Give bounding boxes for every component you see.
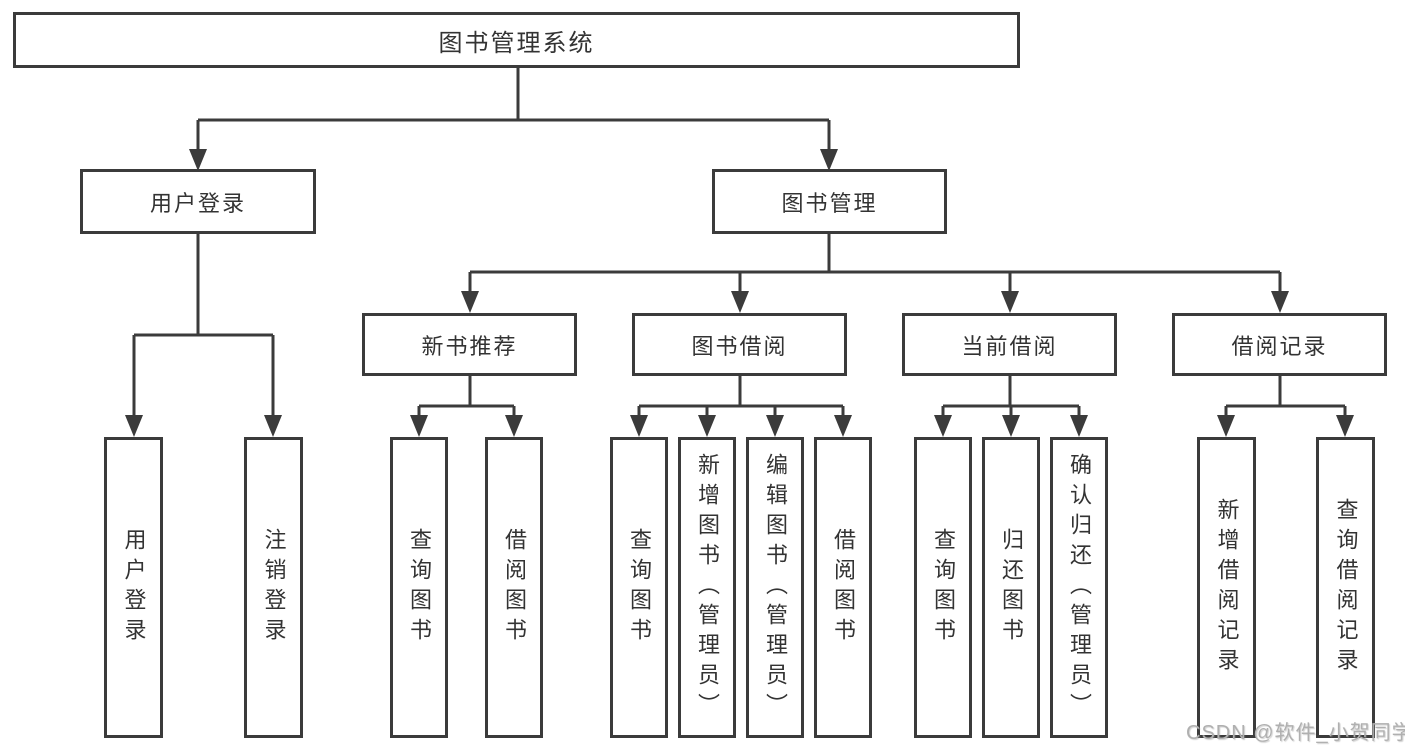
csdn-watermark: CSDN @软件_小贺同学 (1186, 722, 1405, 744)
node-leaf-borrow-books: 借阅图书 (814, 437, 872, 738)
node-leaf-query-books-current: 查询图书 (914, 437, 972, 738)
node-book-borrowing: 图书借阅 (632, 313, 847, 376)
node-borrowing-records: 借阅记录 (1172, 313, 1387, 376)
node-leaf-query-books-recommend: 查询图书 (390, 437, 448, 738)
node-library-management-system: 图书管理系统 (13, 12, 1020, 68)
node-current-borrowing: 当前借阅 (902, 313, 1117, 376)
node-leaf-edit-books-admin: 编辑图书（管理员） (746, 437, 804, 738)
node-leaf-borrow-books-recommend: 借阅图书 (485, 437, 543, 738)
node-leaf-query-books-borrow: 查询图书 (610, 437, 668, 738)
node-leaf-return-books: 归还图书 (982, 437, 1040, 738)
node-leaf-confirm-return-admin: 确认归还（管理员） (1050, 437, 1108, 738)
node-leaf-query-borrow-record: 查询借阅记录 (1316, 437, 1375, 738)
node-book-management: 图书管理 (712, 169, 947, 234)
node-leaf-add-borrow-record: 新增借阅记录 (1197, 437, 1256, 738)
node-leaf-logout: 注销登录 (244, 437, 303, 738)
node-user-login: 用户登录 (80, 169, 316, 234)
node-new-book-recommendation: 新书推荐 (362, 313, 577, 376)
node-leaf-add-books-admin: 新增图书（管理员） (678, 437, 736, 738)
node-leaf-user-login: 用户登录 (104, 437, 163, 738)
